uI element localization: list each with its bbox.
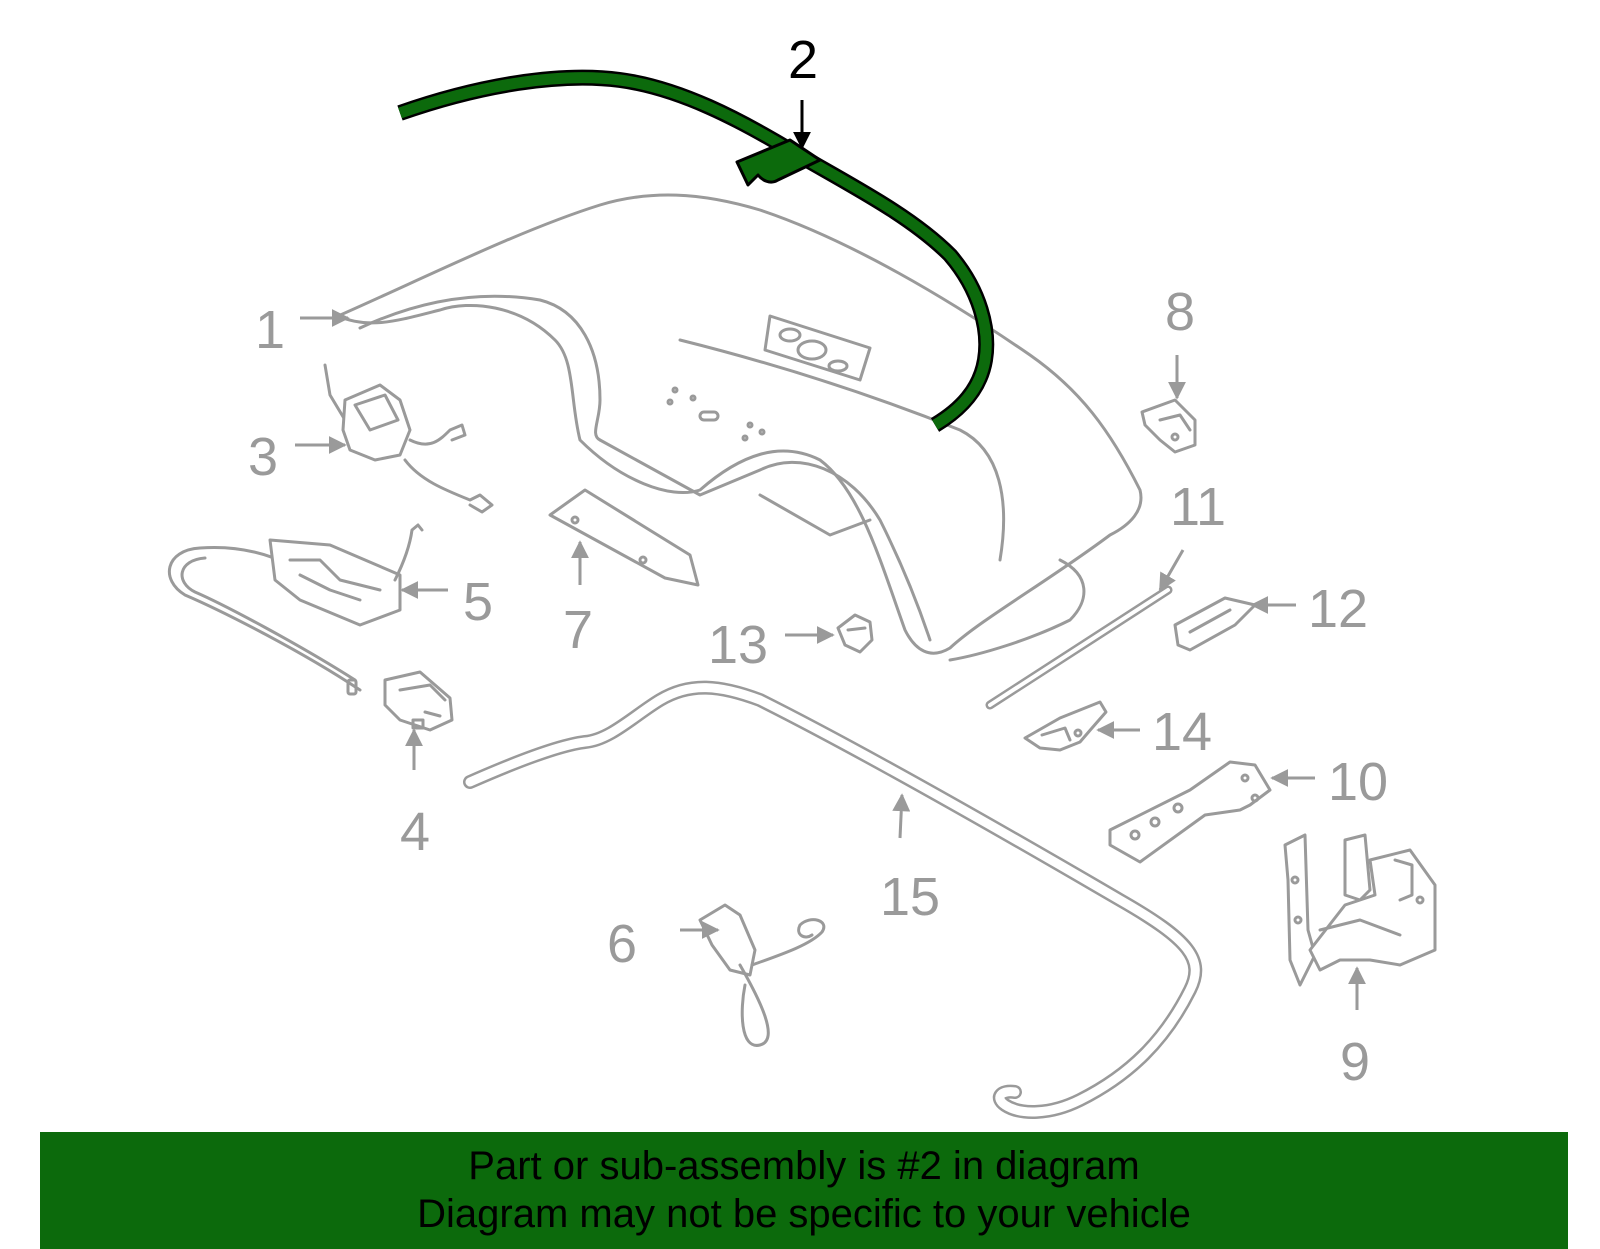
callout-5: 5 bbox=[463, 572, 493, 632]
banner-line-1: Part or sub-assembly is #2 in diagram bbox=[468, 1144, 1140, 1188]
part-2-seal-strip-highlighted bbox=[397, 69, 995, 432]
part-12-clip bbox=[1173, 596, 1257, 652]
part-9-hinge-mechanism bbox=[1283, 833, 1437, 987]
part-3-motor-assembly bbox=[323, 363, 494, 514]
callout-10: 10 bbox=[1328, 752, 1388, 812]
callout-4: 4 bbox=[400, 802, 430, 862]
leader-11 bbox=[1158, 549, 1185, 592]
part-15-weatherstrip bbox=[463, 680, 1203, 1119]
banner-line-2: Diagram may not be specific to your vehi… bbox=[417, 1192, 1191, 1236]
part-11-rod bbox=[985, 585, 1173, 710]
part-8-bracket bbox=[1140, 398, 1197, 454]
callout-3: 3 bbox=[248, 427, 278, 487]
leader-arrows bbox=[295, 100, 1366, 1010]
part-10-hinge-plate bbox=[1108, 760, 1272, 864]
callout-12: 12 bbox=[1308, 579, 1368, 639]
part-6-strap bbox=[698, 903, 826, 1047]
part-14-bracket bbox=[1023, 700, 1108, 752]
callout-15: 15 bbox=[880, 867, 940, 927]
part-4-bracket bbox=[383, 670, 454, 732]
callout-14: 14 bbox=[1152, 702, 1212, 762]
callout-1: 1 bbox=[255, 300, 285, 360]
leader-15 bbox=[892, 793, 911, 839]
callout-9: 9 bbox=[1340, 1032, 1370, 1092]
callout-8: 8 bbox=[1165, 282, 1195, 342]
info-banner: Part or sub-assembly is #2 in diagram Di… bbox=[40, 1132, 1568, 1249]
part-13-bumper bbox=[836, 613, 874, 654]
callout-labels: 1 2 3 4 5 6 7 8 9 10 11 12 13 14 15 bbox=[248, 30, 1388, 1092]
callout-6: 6 bbox=[607, 914, 637, 974]
part-7-plate bbox=[548, 488, 700, 587]
part-5-latch-cable bbox=[167, 523, 424, 696]
part-1-tonneau-cover bbox=[336, 193, 1143, 662]
callout-2: 2 bbox=[788, 30, 818, 90]
callout-11: 11 bbox=[1170, 477, 1226, 537]
callout-13: 13 bbox=[708, 615, 768, 675]
callout-7: 7 bbox=[563, 600, 593, 660]
